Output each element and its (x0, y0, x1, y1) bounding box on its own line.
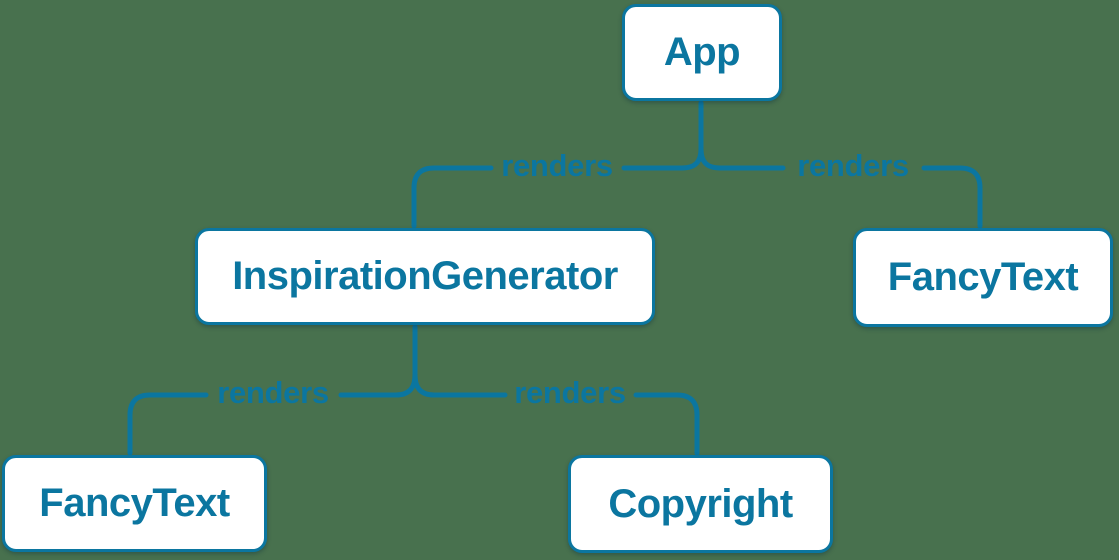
node-label: Copyright (608, 481, 793, 526)
edge-label-renders: renders (514, 375, 626, 410)
connector-inspirationgenerator-to-fancytext (127, 392, 209, 456)
connector-inspirationgenerator-fork (338, 324, 508, 398)
node-label: InspirationGenerator (232, 254, 618, 298)
connector-inspirationgenerator-to-copyright (633, 392, 700, 456)
node-fancy-text-top: FancyText (853, 228, 1113, 327)
node-fancy-text-bottom: FancyText (2, 455, 267, 552)
node-label: FancyText (887, 255, 1079, 299)
connector-segment (338, 324, 418, 398)
connector-app-to-inspirationgenerator (411, 165, 494, 229)
edge-label-renders: renders (797, 148, 909, 183)
node-label: FancyText (39, 481, 230, 525)
connector-segment (621, 100, 704, 171)
edge-label-renders: renders (501, 148, 613, 183)
connector-segment (412, 372, 508, 398)
node-label: App (663, 30, 741, 74)
node-inspiration-generator: InspirationGenerator (195, 228, 655, 325)
node-copyright: Copyright (568, 455, 833, 553)
node-app: App (622, 4, 782, 101)
connector-app-to-fancytext (921, 165, 983, 229)
connector-segment (698, 146, 786, 171)
edge-label-renders: renders (217, 375, 329, 410)
connector-app-fork (621, 100, 786, 171)
